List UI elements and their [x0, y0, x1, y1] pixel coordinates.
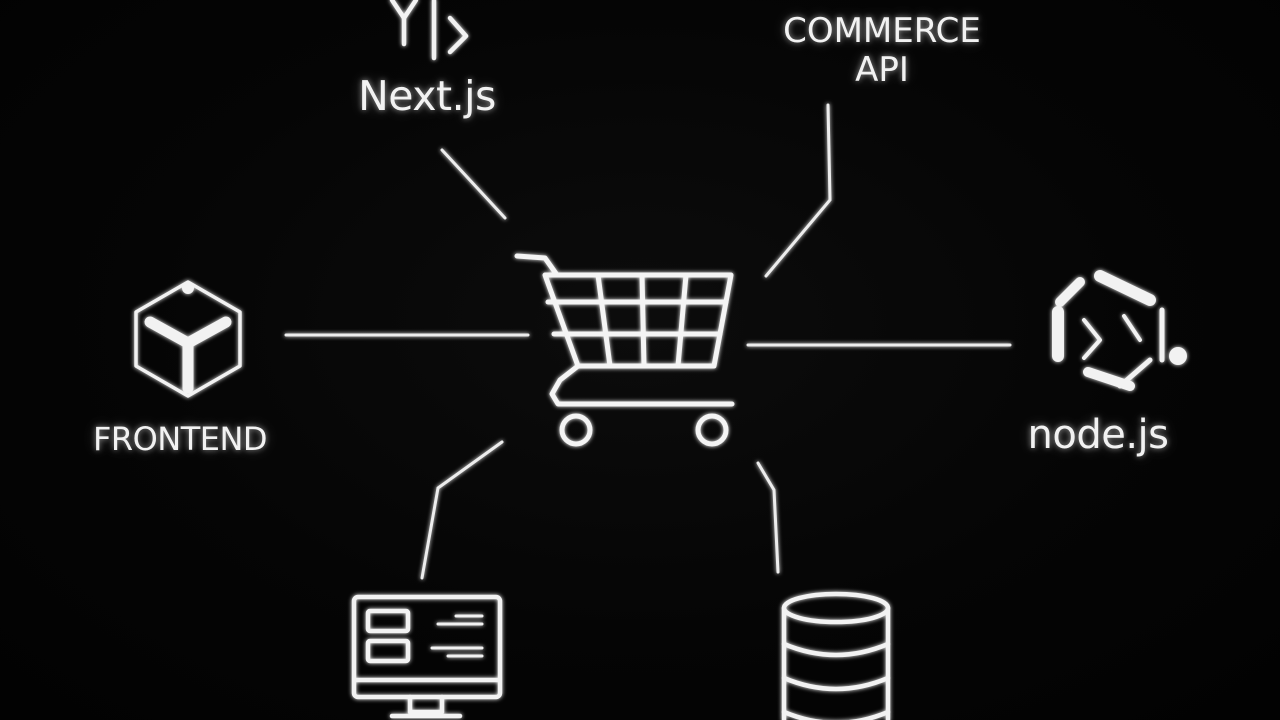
commerce-api-label-line2: API [855, 50, 909, 91]
connector-monitor [420, 440, 504, 580]
nodejs-label: node.js [1027, 412, 1170, 458]
hexagon-logo-icon [1052, 270, 1187, 391]
shopping-cart-icon [514, 253, 735, 447]
commerce-api-label: COMMERCE API [752, 11, 1012, 91]
cube-icon [134, 280, 242, 398]
nextjs-label: Next.js [358, 72, 496, 120]
connector-nextjs [440, 148, 507, 220]
nextjs-logo-icon [389, 0, 469, 61]
connector-commerce-api [764, 103, 832, 278]
monitor-icon [351, 594, 503, 719]
commerce-api-label-line1: COMMERCE [783, 11, 981, 51]
connector-database [756, 461, 780, 574]
database-icon [781, 591, 891, 720]
frontend-label: FRONTEND [92, 420, 268, 458]
